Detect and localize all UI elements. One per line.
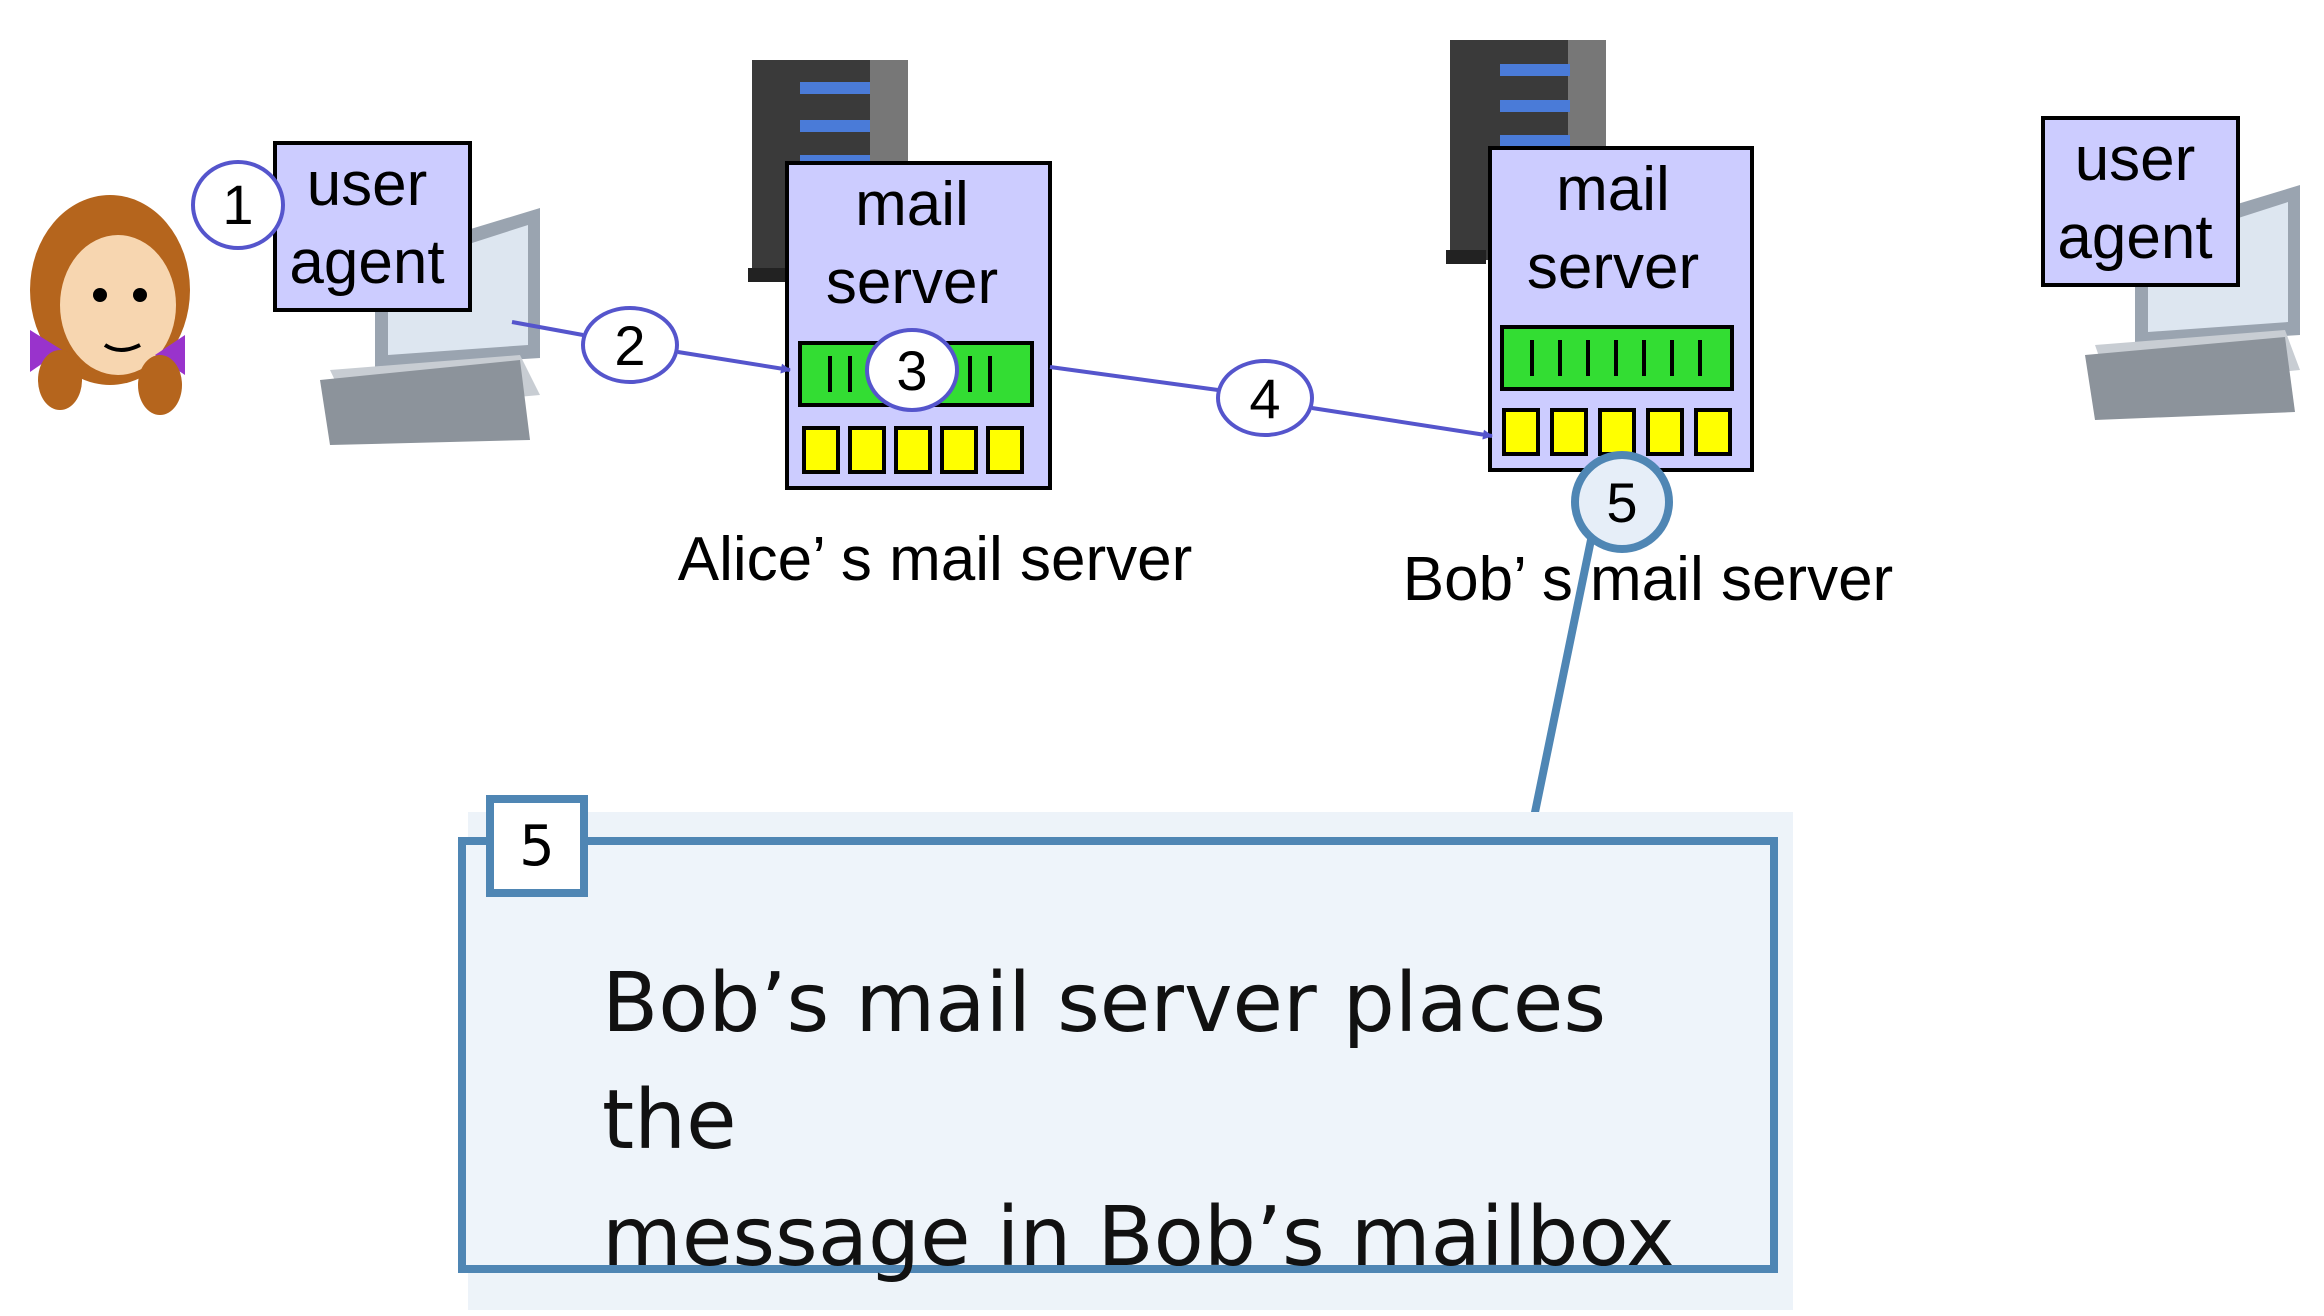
step-4-label: 4	[1249, 367, 1280, 430]
step-4-marker: 4	[1216, 359, 1314, 437]
sender-user-agent: user agent	[273, 141, 472, 312]
callout-connector	[1529, 534, 1596, 823]
step-1-marker: 1	[191, 160, 285, 250]
alice-server-line1: mail	[855, 170, 969, 239]
receiver-user-agent: user agent	[2041, 116, 2240, 287]
mailbox-slot	[1694, 408, 1732, 456]
step-5-marker: 5	[1571, 451, 1673, 553]
step-5-callout: Bob’s mail server places the message in …	[458, 837, 1778, 1285]
step-2-marker: 2	[581, 306, 679, 384]
step-1-label: 1	[222, 173, 253, 236]
receiver-user-agent-line1: user	[2075, 125, 2196, 194]
receiver-user-agent-line2: agent	[2057, 203, 2212, 272]
mailbox-slot	[1502, 408, 1540, 456]
bob-server-line1: mail	[1556, 155, 1670, 224]
arrow-to-alice-server	[677, 350, 791, 374]
callout-step-badge: 5	[486, 795, 588, 897]
alice-server-line2: server	[826, 248, 998, 317]
callout-text: Bob’s mail server places the message in …	[602, 945, 1702, 1296]
sender-user-agent-line2: agent	[289, 228, 444, 297]
arrow-segment	[1049, 365, 1219, 392]
mailbox-slot	[894, 426, 932, 474]
alice-icon	[30, 195, 190, 415]
step-3-label: 3	[896, 339, 927, 402]
step-3-marker: 3	[865, 328, 959, 412]
arrow-segment	[511, 320, 584, 337]
mailbox-slot	[940, 426, 978, 474]
mailbox-slot	[1550, 408, 1588, 456]
bob-mail-server: mail server Bob’ s mail server	[1403, 146, 1893, 614]
bob-server-line2: server	[1527, 233, 1699, 302]
mailbox-slot	[848, 426, 886, 474]
alice-mail-server: mail server Alice’ s mail server	[678, 161, 1192, 594]
arrow-to-bob-server	[1311, 406, 1493, 440]
callout-line-1: Bob’s mail server places the	[602, 956, 1607, 1168]
bob-server-caption: Bob’ s mail server	[1403, 545, 1893, 614]
mailbox-slot	[1598, 408, 1636, 456]
step-5-label: 5	[1606, 471, 1637, 534]
mailbox-slot	[802, 426, 840, 474]
mailbox-slot	[986, 426, 1024, 474]
sender-user-agent-line1: user	[307, 150, 428, 219]
mailbox-slot	[1646, 408, 1684, 456]
step-2-label: 2	[614, 314, 645, 377]
alice-server-caption: Alice’ s mail server	[678, 525, 1192, 594]
callout-line-2: message in Bob’s mailbox	[602, 1190, 1675, 1285]
